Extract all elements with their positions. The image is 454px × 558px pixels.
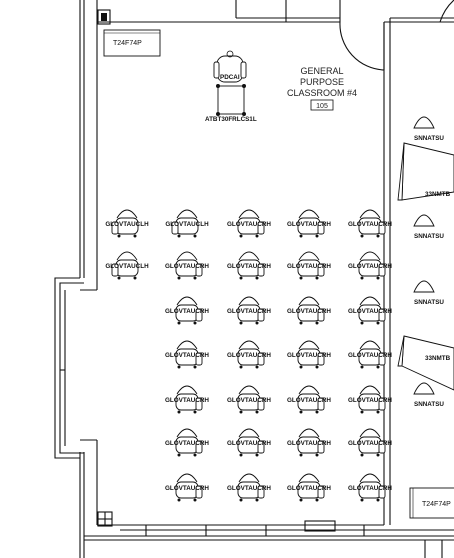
- chair-label: GLOVTAUCRH: [348, 485, 392, 492]
- chair-label: GLOVTAUCRH: [227, 263, 271, 270]
- chair-label: GLOVTAUCRH: [348, 263, 392, 270]
- side-chair-1: SNNATSU: [413, 116, 444, 142]
- chair-icon: GLOVTAUCRH: [227, 209, 271, 238]
- chair-icon: GLOVTAUCRH: [348, 251, 392, 280]
- chair-grid: GLOVTAUCLH GLOVTAUCLH GLOVTAUCLH GLOVTAUCRH…: [105, 209, 392, 502]
- chair-icon: GLOVTAUCRH: [287, 296, 331, 325]
- chair-label: GLOVTAUCLH: [105, 263, 149, 270]
- chair-icon: GLOVTAUCRH: [165, 428, 209, 457]
- chair-icon: GLOVTAUCRH: [227, 251, 271, 280]
- chair-label: GLOVTAUCRH: [348, 440, 392, 447]
- chair-label: GLOVTAUCRH: [227, 440, 271, 447]
- chair-label: GLOVTAUCRH: [287, 221, 331, 228]
- side-chair-label-4: SNNATSU: [414, 401, 444, 408]
- tag-bottom-right: T24F74P: [409, 487, 454, 519]
- chair-label: GLOVTAUCLH: [165, 221, 209, 228]
- chair-label: GLOVTAUCRH: [348, 352, 392, 359]
- room-number: 105: [316, 103, 328, 110]
- chair-icon: GLOVTAUCRH: [348, 473, 392, 502]
- side-chair-3: SNNATSU: [413, 280, 444, 306]
- side-chair-4: SNNATSU: [413, 382, 444, 408]
- podium-chair-label: PDCAI: [220, 74, 240, 81]
- chair-icon: GLOVTAUCRH: [348, 428, 392, 457]
- chair-icon: GLOVTAUCRH: [165, 473, 209, 502]
- chair-icon: GLOVTAUCRH: [165, 385, 209, 414]
- chair-label: GLOVTAUCRH: [165, 440, 209, 447]
- chair-label: GLOVTAUCRH: [165, 263, 209, 270]
- chair-icon: GLOVTAUCRH: [287, 209, 331, 238]
- chair-icon: GLOVTAUCRH: [348, 385, 392, 414]
- window-icon: [54, 277, 97, 459]
- chair-label: GLOVTAUCRH: [227, 308, 271, 315]
- chair-label: GLOVTAUCRH: [165, 352, 209, 359]
- chair-label: GLOVTAUCRH: [287, 397, 331, 404]
- side-table-label-1: 33NMTB: [425, 191, 451, 198]
- chair-icon: GLOVTAUCRH: [348, 340, 392, 369]
- chair-label: GLOVTAUCRH: [227, 485, 271, 492]
- chair-label: GLOVTAUCRH: [165, 485, 209, 492]
- chair-icon: GLOVTAUCRH: [348, 209, 392, 238]
- chair-label: GLOVTAUCRH: [287, 440, 331, 447]
- room-title-line-3: CLASSROOM #4: [287, 88, 357, 98]
- chair-icon: GLOVTAUCRH: [227, 296, 271, 325]
- chair-icon: GLOVTAUCRH: [287, 251, 331, 280]
- chair-label: GLOVTAUCRH: [165, 397, 209, 404]
- podium-desk-label: ATBT30FRLCS1L: [205, 116, 257, 123]
- walls: [54, 0, 454, 558]
- chair-label: GLOVTAUCRH: [287, 352, 331, 359]
- side-furniture: 33NMTB 33NMTB SNNATSU SNNATSU SNNATSU SN…: [397, 116, 454, 408]
- chair-icon: GLOVTAUCRH: [287, 428, 331, 457]
- podium-desk-icon: ATBT30FRLCS1L: [205, 84, 257, 123]
- chair-icon: GLOVTAUCRH: [287, 473, 331, 502]
- chair-icon: GLOVTAUCRH: [227, 340, 271, 369]
- chair-icon: GLOVTAUCLH: [105, 209, 149, 238]
- tag-top-left: T24F74P: [103, 29, 161, 57]
- chair-icon: GLOVTAUCLH: [105, 251, 149, 280]
- side-table-label-2: 33NMTB: [425, 355, 451, 362]
- chair-icon: GLOVTAUCRH: [227, 473, 271, 502]
- side-chair-label-3: SNNATSU: [414, 299, 444, 306]
- side-chair-2: SNNATSU: [413, 214, 444, 240]
- chair-label: GLOVTAUCLH: [105, 221, 149, 228]
- chair-label: GLOVTAUCRH: [165, 308, 209, 315]
- chair-label: GLOVTAUCRH: [227, 352, 271, 359]
- side-chair-label-1: SNNATSU: [414, 135, 444, 142]
- chair-label: GLOVTAUCRH: [348, 308, 392, 315]
- chair-label: GLOVTAUCRH: [227, 221, 271, 228]
- chair-icon: GLOVTAUCRH: [165, 296, 209, 325]
- side-chair-label-2: SNNATSU: [414, 233, 444, 240]
- chair-label: GLOVTAUCRH: [227, 397, 271, 404]
- room-label: GENERAL PURPOSE CLASSROOM #4 105: [287, 66, 357, 111]
- chair-icon: GLOVTAUCRH: [348, 296, 392, 325]
- chair-icon: GLOVTAUCLH: [165, 209, 209, 238]
- chair-icon: GLOVTAUCRH: [165, 340, 209, 369]
- chair-label: GLOVTAUCRH: [348, 397, 392, 404]
- chair-label: GLOVTAUCRH: [287, 263, 331, 270]
- tag-bottom-right-label: T24F74P: [422, 501, 451, 508]
- room-title-line-1: GENERAL: [300, 66, 343, 76]
- chair-icon: GLOVTAUCRH: [227, 428, 271, 457]
- chair-label: GLOVTAUCRH: [348, 221, 392, 228]
- chair-label: GLOVTAUCRH: [287, 308, 331, 315]
- chair-label: GLOVTAUCRH: [287, 485, 331, 492]
- chair-icon: GLOVTAUCRH: [227, 385, 271, 414]
- podium-chair: PDCAI: [213, 50, 247, 83]
- column-icon: [97, 9, 113, 527]
- chair-icon: GLOVTAUCRH: [287, 340, 331, 369]
- tag-top-left-label: T24F74P: [113, 40, 142, 47]
- room-title-line-2: PURPOSE: [300, 77, 344, 87]
- chair-icon: GLOVTAUCRH: [287, 385, 331, 414]
- chair-icon: GLOVTAUCRH: [165, 251, 209, 280]
- door-swing-icon: [339, 0, 454, 71]
